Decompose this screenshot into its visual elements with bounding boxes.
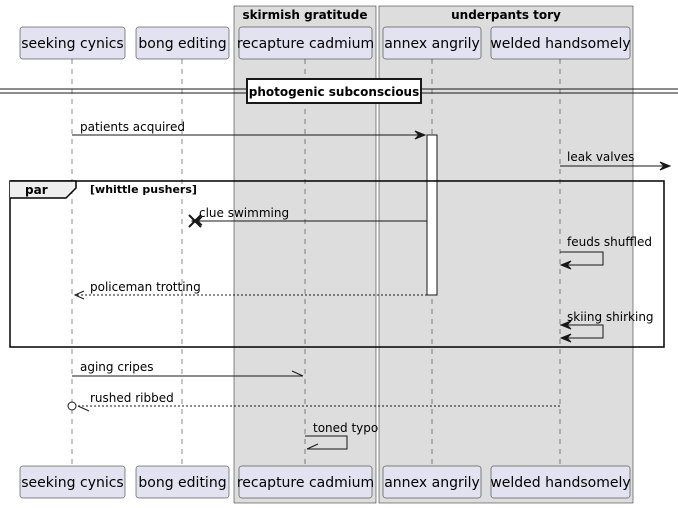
message-label: skiing shirking	[567, 310, 654, 324]
message-skiing-shirking: skiing shirking	[559, 310, 654, 343]
participant-label: welded handsomely	[490, 36, 630, 52]
par-fragment: par [whittle pushers]	[9, 180, 665, 348]
participant-welded-handsomely[interactable]: welded handsomely	[490, 26, 631, 60]
message-aging-cripes: aging cripes	[72, 360, 304, 377]
participant-welded-handsomely[interactable]: welded handsomely	[490, 465, 631, 499]
participant-annex-angrily[interactable]: annex angrily	[382, 26, 482, 60]
participant-label: bong editing	[138, 475, 226, 491]
participant-heads-bottom: seeking cynics bong editing recapture ca…	[19, 465, 631, 499]
message-label: policeman trotting	[90, 280, 201, 294]
divider-label: photogenic subconscious	[249, 85, 420, 99]
circle-end-icon	[67, 401, 77, 411]
participant-recapture-cadmium[interactable]: recapture cadmium	[237, 465, 374, 499]
message-label: toned typo	[313, 421, 378, 435]
message-label: patients acquired	[80, 120, 185, 134]
participant-label: seeking cynics	[21, 475, 123, 491]
participant-bong-editing[interactable]: bong editing	[135, 465, 230, 499]
group-box-label: skirmish gratitude	[242, 8, 367, 22]
message-label: feuds shuffled	[567, 235, 652, 249]
message-label: rushed ribbed	[90, 391, 174, 405]
fragment-kind: par	[25, 183, 48, 197]
participant-label: bong editing	[138, 36, 226, 52]
participant-recapture-cadmium[interactable]: recapture cadmium	[237, 26, 374, 60]
message-patients-acquired: patients acquired	[72, 120, 427, 140]
participant-label: welded handsomely	[490, 475, 630, 491]
participant-heads-top: seeking cynics bong editing recapture ca…	[19, 26, 631, 60]
divider: photogenic subconscious	[0, 78, 678, 104]
message-toned-typo: toned typo	[305, 421, 378, 450]
activation-bar	[426, 134, 438, 296]
participant-seeking-cynics[interactable]: seeking cynics	[19, 26, 126, 60]
participant-label: recapture cadmium	[237, 36, 374, 52]
participant-label: recapture cadmium	[237, 475, 374, 491]
participant-label: annex angrily	[384, 36, 480, 52]
participant-label: seeking cynics	[21, 36, 123, 52]
message-clue-swimming: clue swimming	[188, 206, 427, 228]
participant-bong-editing[interactable]: bong editing	[135, 26, 230, 60]
fragment-condition: [whittle pushers]	[90, 183, 197, 196]
group-box-label: underpants tory	[451, 8, 561, 22]
message-label: aging cripes	[80, 360, 153, 374]
message-label: leak valves	[567, 150, 634, 164]
participant-seeking-cynics[interactable]: seeking cynics	[19, 465, 126, 499]
destroy-icon	[188, 214, 202, 228]
message-leak-valves: leak valves	[560, 150, 672, 171]
message-rushed-ribbed: rushed ribbed	[67, 391, 560, 412]
participant-label: annex angrily	[384, 475, 480, 491]
message-feuds-shuffled: feuds shuffled	[559, 235, 652, 270]
message-label: clue swimming	[199, 206, 289, 220]
participant-annex-angrily[interactable]: annex angrily	[382, 465, 482, 499]
message-policeman-trotting: policeman trotting	[73, 280, 427, 300]
